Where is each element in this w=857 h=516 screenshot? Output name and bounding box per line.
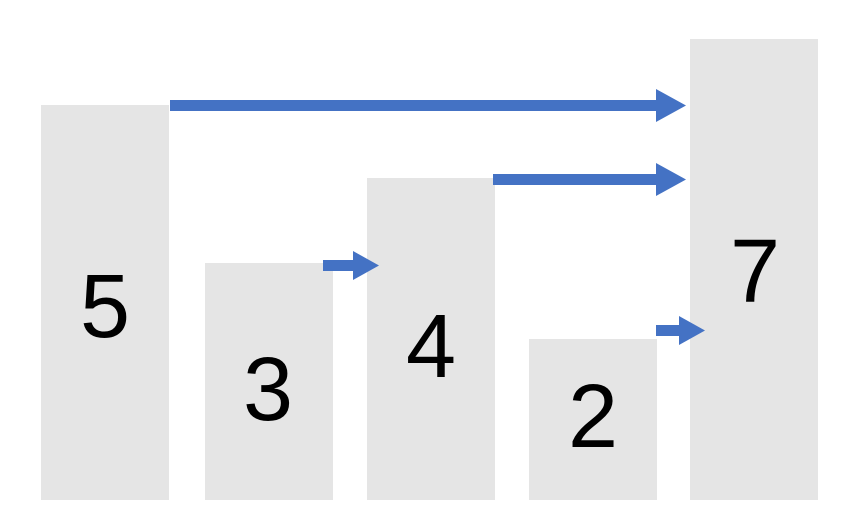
short-arrow-upper-head: [353, 250, 379, 280]
medium-arrow-mid-shaft: [493, 173, 656, 185]
medium-arrow-mid-head: [656, 162, 686, 196]
bar-2: [205, 263, 333, 500]
long-arrow-top-icon: [170, 88, 686, 122]
short-arrow-upper-shaft: [323, 259, 353, 271]
bar-1: [41, 105, 169, 500]
bar-5: [690, 39, 818, 500]
short-arrow-lower-head: [679, 315, 705, 345]
bar-4: [529, 339, 657, 500]
bar-value-label-4: 2: [567, 367, 619, 467]
bar-value-label-2: 3: [242, 340, 294, 440]
bar-3: [367, 178, 495, 500]
medium-arrow-mid-icon: [493, 162, 686, 196]
short-arrow-lower-icon: [656, 315, 705, 345]
short-arrow-upper-icon: [323, 250, 379, 280]
short-arrow-lower-shaft: [656, 324, 679, 336]
bar-value-label-1: 5: [79, 257, 131, 357]
long-arrow-top-head: [656, 88, 686, 122]
long-arrow-top-shaft: [170, 99, 656, 111]
bar-value-label-3: 4: [405, 297, 457, 397]
bar-value-label-5: 7: [729, 222, 781, 322]
